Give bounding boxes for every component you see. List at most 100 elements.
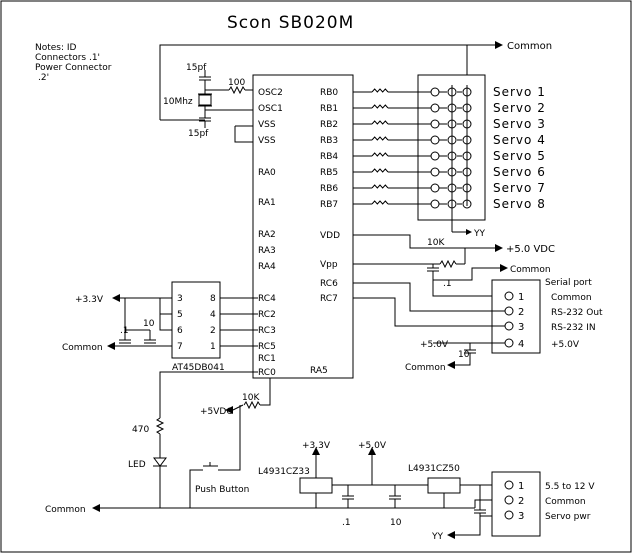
flash-left-pin: 3	[177, 294, 183, 304]
cap-left-a-label: .1	[120, 326, 129, 336]
servo-signal-pin	[430, 135, 440, 145]
rc0-circuit	[153, 371, 271, 508]
power-connector	[491, 471, 541, 537]
flash-right-pin: 8	[210, 294, 216, 304]
flash-chip	[171, 281, 221, 359]
reg2-label: L4931CZ50	[408, 464, 460, 474]
reg1-label: L4931CZ33	[258, 467, 310, 477]
servo-label: Servo 5	[493, 149, 546, 163]
crystal-freq-label: 10Mhz	[163, 97, 193, 107]
flash-chip-label: AT45DB041	[172, 363, 225, 373]
crystal-resistor-label: 100	[228, 78, 245, 88]
serial-pin	[504, 321, 514, 331]
mcu-pin-ra5: RA5	[310, 366, 328, 376]
servo-row: Servo 8	[353, 197, 546, 211]
mcu-pin-ra0: RA0	[258, 168, 276, 178]
v33-left-label: +3.3V	[75, 295, 104, 305]
mcu-pin-rb3: RB3	[320, 136, 338, 146]
mcu-pin-rc3: RC3	[258, 326, 276, 336]
v50-reg-label: +5.0V	[358, 441, 387, 451]
notes-line-2: Connectors .1'	[35, 53, 100, 63]
power-pin-label: Servo pwr	[545, 512, 591, 522]
notes-line-3: Power Connector	[35, 63, 112, 73]
mcu-pin-vss: VSS	[258, 120, 276, 130]
servo-label: Servo 7	[493, 181, 546, 195]
power-pin-number: 2	[518, 496, 524, 507]
reg-cap-a-label: .1	[342, 518, 351, 528]
serial-nets	[353, 282, 505, 369]
serial-common-label: Common	[405, 363, 446, 373]
serial-pin-number: 4	[518, 339, 524, 350]
common-left-label: Common	[62, 343, 103, 353]
serial-common-net-label: Common	[510, 265, 551, 275]
mcu-pin-rc4: RC4	[258, 294, 276, 304]
mcu-pin-ra4: RA4	[258, 262, 276, 272]
mcu-pin-osc2: OSC2	[258, 88, 283, 98]
vdd-resistor-label: 10K	[427, 238, 445, 248]
led-label: LED	[128, 460, 146, 470]
mcu-pin-rc5: RC5	[258, 342, 276, 352]
servo-label: Servo 4	[493, 133, 546, 147]
vdd-net	[353, 234, 508, 297]
power-pin-label: 5.5 to 12 V	[545, 482, 595, 492]
mcu-pin-rc1: RC1	[258, 354, 276, 364]
serial-header-label: Serial port	[545, 278, 592, 288]
serial-pin	[504, 338, 514, 348]
power-pin-number: 1	[518, 481, 524, 492]
flash-right-pin: 1	[210, 342, 216, 352]
power-pin	[504, 495, 514, 505]
mcu-pin-rb1: RB1	[320, 104, 338, 114]
mcu-pin-rb7: RB7	[320, 200, 338, 210]
servo-row: Servo 2	[353, 101, 546, 115]
servo-label: Servo 3	[493, 117, 546, 131]
crystal-cap-bottom-label: 15pf	[188, 129, 209, 139]
push-button-label: Push Button	[195, 485, 249, 495]
rc0-supply-label: +5VDC	[200, 407, 233, 417]
servo-label: Servo 8	[493, 197, 546, 211]
cap-left-b-label: 10	[143, 319, 155, 329]
common-top-label: Common	[507, 41, 552, 52]
crystal-circuit	[198, 70, 258, 143]
rc0-resistor-label: 10K	[242, 393, 260, 403]
mcu-pin-vss: VSS	[258, 136, 276, 146]
regulator-section	[299, 447, 505, 539]
servo-header-buses	[451, 85, 472, 235]
common-bottom-label: Common	[45, 505, 86, 515]
mcu-pin-ra3: RA3	[258, 246, 276, 256]
flash-right-pin: 4	[210, 310, 216, 320]
mcu-pin-rb6: RB6	[320, 184, 338, 194]
mcu-pin-ra1: RA1	[258, 198, 276, 208]
serial-pin	[504, 291, 514, 301]
serial-cap-10-label: 10	[458, 350, 470, 360]
flash-left-pin: 7	[177, 342, 183, 352]
serial-pin-label: RS-232 Out	[551, 308, 603, 318]
serial-pin-number: 1	[518, 292, 524, 303]
mcu-pin-rc0: RC0	[258, 368, 276, 378]
servo-signal-pin	[430, 167, 440, 177]
mcu-pin-rb4: RB4	[320, 152, 338, 162]
reg-cap-b-label: 10	[390, 518, 402, 528]
mcu-pin-rb0: RB0	[320, 88, 338, 98]
servo-label: Servo 2	[493, 101, 546, 115]
servo-signal-pin	[430, 151, 440, 161]
common-bus-bottom	[92, 499, 505, 512]
serial-pin-label: Common	[551, 293, 592, 303]
servo-signal-pin	[430, 199, 440, 209]
regulator-33	[299, 477, 333, 494]
notes-line-4: .2'	[38, 73, 49, 83]
servo-signal-pin	[430, 87, 440, 97]
servo-signal-pin	[430, 183, 440, 193]
servo-label: Servo 6	[493, 165, 546, 179]
power-pin	[504, 480, 514, 490]
serial-pin-number: 2	[518, 307, 524, 318]
power-pin	[504, 510, 514, 520]
mcu-pin-rc7: RC7	[320, 294, 338, 304]
mcu-pin-rb5: RB5	[320, 168, 338, 178]
serial-connector	[491, 279, 541, 354]
